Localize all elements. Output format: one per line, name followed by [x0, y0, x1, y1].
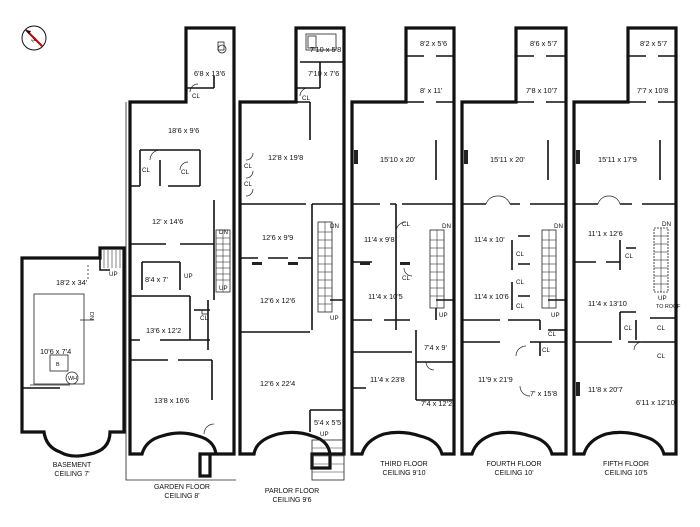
parlor-room-1: 7'10 x 5'8 — [310, 45, 341, 54]
parlor-cl-2: CL — [244, 163, 252, 170]
fourth-floor-plan — [460, 26, 568, 456]
parlor-room-2: 7'10 x 7'6 — [308, 69, 339, 78]
parlor-cl-3: CL — [244, 181, 252, 188]
parlor-room-5: 12'6 x 12'6 — [260, 296, 295, 305]
parlor-title: PARLOR FLOOR — [265, 488, 319, 495]
fourth-room-2: 7'8 x 10'7 — [526, 86, 557, 95]
svg-text:WH: WH — [68, 376, 77, 382]
fifth-up-label: UP — [658, 295, 667, 302]
stoop-stairs — [311, 439, 345, 481]
basement-plan: B WH — [20, 246, 126, 458]
third-dn-label: DN — [442, 223, 451, 230]
third-cl-1: CL — [402, 221, 410, 228]
garden-title: GARDEN FLOOR — [154, 484, 210, 491]
fourth-room-4: 11'4 x 10' — [474, 235, 505, 244]
fifth-cl-2: CL — [624, 325, 632, 332]
fourth-cl-1: CL — [516, 251, 524, 258]
fifth-room-2: 7'7 x 10'8 — [637, 86, 668, 95]
garden-cl-1: CL — [192, 93, 200, 100]
parlor-up-label-2: UP — [320, 431, 329, 438]
third-title: THIRD FLOOR — [380, 461, 427, 468]
third-room-5: 11'4 x 10'5 — [368, 292, 403, 301]
garden-floor-plan — [125, 26, 236, 481]
parlor-cl-1: CL — [302, 95, 310, 102]
garden-room-2: 18'6 x 9'6 — [168, 126, 199, 135]
fifth-room-4: 11'1 x 12'6 — [588, 229, 623, 238]
fourth-dn-label: DN — [554, 223, 563, 230]
fifth-dn-label: DN — [662, 221, 671, 228]
basement-dn-label: DN — [88, 312, 94, 320]
garden-cl-3: CL — [181, 169, 189, 176]
fifth-room-3: 15'11 x 17'9 — [598, 155, 637, 164]
fifth-room-7: 6'11 x 12'10 — [636, 398, 675, 407]
parlor-room-6: 12'6 x 22'4 — [260, 379, 295, 388]
fourth-room-6: 11'9 x 21'9 — [478, 375, 513, 384]
parlor-floor-plan — [238, 26, 346, 481]
compass-icon: N — [21, 25, 47, 51]
fifth-cl-3: CL — [657, 325, 665, 332]
fourth-room-7: 7' x 15'8 — [530, 389, 557, 398]
third-room-3: 15'10 x 20' — [380, 155, 416, 164]
basement-up-label: UP — [109, 271, 118, 278]
third-room-4: 11'4 x 9'8 — [364, 235, 395, 244]
svg-text:B: B — [56, 362, 60, 368]
third-room-7: 11'4 x 23'8 — [370, 375, 405, 384]
garden-room-5: 13'6 x 12'2 — [146, 326, 181, 335]
garden-up-label-2: UP — [219, 285, 228, 292]
fourth-cl-5: CL — [542, 347, 550, 354]
garden-ceiling: CEILING 8' — [164, 493, 199, 500]
fifth-floor-plan — [572, 26, 678, 456]
fourth-room-3: 15'11 x 20' — [490, 155, 525, 164]
garden-cl-2: CL — [142, 167, 150, 174]
fifth-room-1: 8'2 x 5'7 — [640, 39, 667, 48]
fourth-title: FOURTH FLOOR — [486, 461, 541, 468]
garden-up-label-1: UP — [184, 273, 193, 280]
third-floor-plan — [350, 26, 456, 456]
fifth-title: FIFTH FLOOR — [603, 461, 649, 468]
third-room-1: 8'2 x 5'6 — [420, 39, 447, 48]
basement-room-small: 10'6 x 7'4 — [40, 347, 71, 356]
fourth-cl-3: CL — [516, 303, 524, 310]
basement-room-main: 18'2 x 34' — [56, 278, 88, 287]
third-ceiling: CEILING 9'10 — [383, 470, 426, 477]
garden-room-1: 6'8 x 13'6 — [194, 69, 225, 78]
fourth-room-5: 11'4 x 10'6 — [474, 292, 509, 301]
third-cl-2: CL — [402, 275, 410, 282]
compass-label: N — [30, 37, 37, 44]
third-up-label: UP — [439, 312, 448, 319]
fifth-cl-1: CL — [625, 253, 633, 260]
basement-ceiling: CEILING 7' — [54, 471, 89, 478]
garden-dn-label: DN — [219, 229, 228, 236]
fourth-up-label: UP — [551, 312, 560, 319]
basement-title: BASEMENT — [53, 462, 92, 469]
fourth-cl-4: CL — [548, 331, 556, 338]
fifth-room-5: 11'4 x 13'10 — [588, 299, 627, 308]
parlor-room-7: 5'4 x 5'5 — [314, 418, 341, 427]
parlor-room-3: 12'8 x 19'8 — [268, 153, 303, 162]
parlor-dn-label: DN — [330, 223, 339, 230]
fifth-cl-4: CL — [657, 353, 665, 360]
fourth-room-1: 8'6 x 5'7 — [530, 39, 557, 48]
third-room-6: 7'4 x 9' — [424, 343, 448, 352]
garden-cl-4: CL — [200, 315, 208, 322]
fifth-room-6: 11'8 x 20'7 — [588, 385, 623, 394]
parlor-up-label-1: UP — [330, 315, 339, 322]
parlor-ceiling: CEILING 9'6 — [272, 497, 311, 504]
fourth-cl-2: CL — [516, 279, 524, 286]
garden-room-6: 13'8 x 16'6 — [154, 396, 189, 405]
garden-room-4: 8'4 x 7' — [145, 275, 169, 284]
third-room-2: 8' x 11' — [420, 86, 443, 95]
fourth-ceiling: CEILING 10' — [494, 470, 533, 477]
fifth-to-roof-label: TO ROOF — [656, 304, 681, 310]
fifth-ceiling: CEILING 10'5 — [605, 470, 648, 477]
garden-room-3: 12' x 14'6 — [152, 217, 183, 226]
parlor-room-4: 12'6 x 9'9 — [262, 233, 293, 242]
third-room-8: 7'4 x 12'2 — [421, 399, 452, 408]
